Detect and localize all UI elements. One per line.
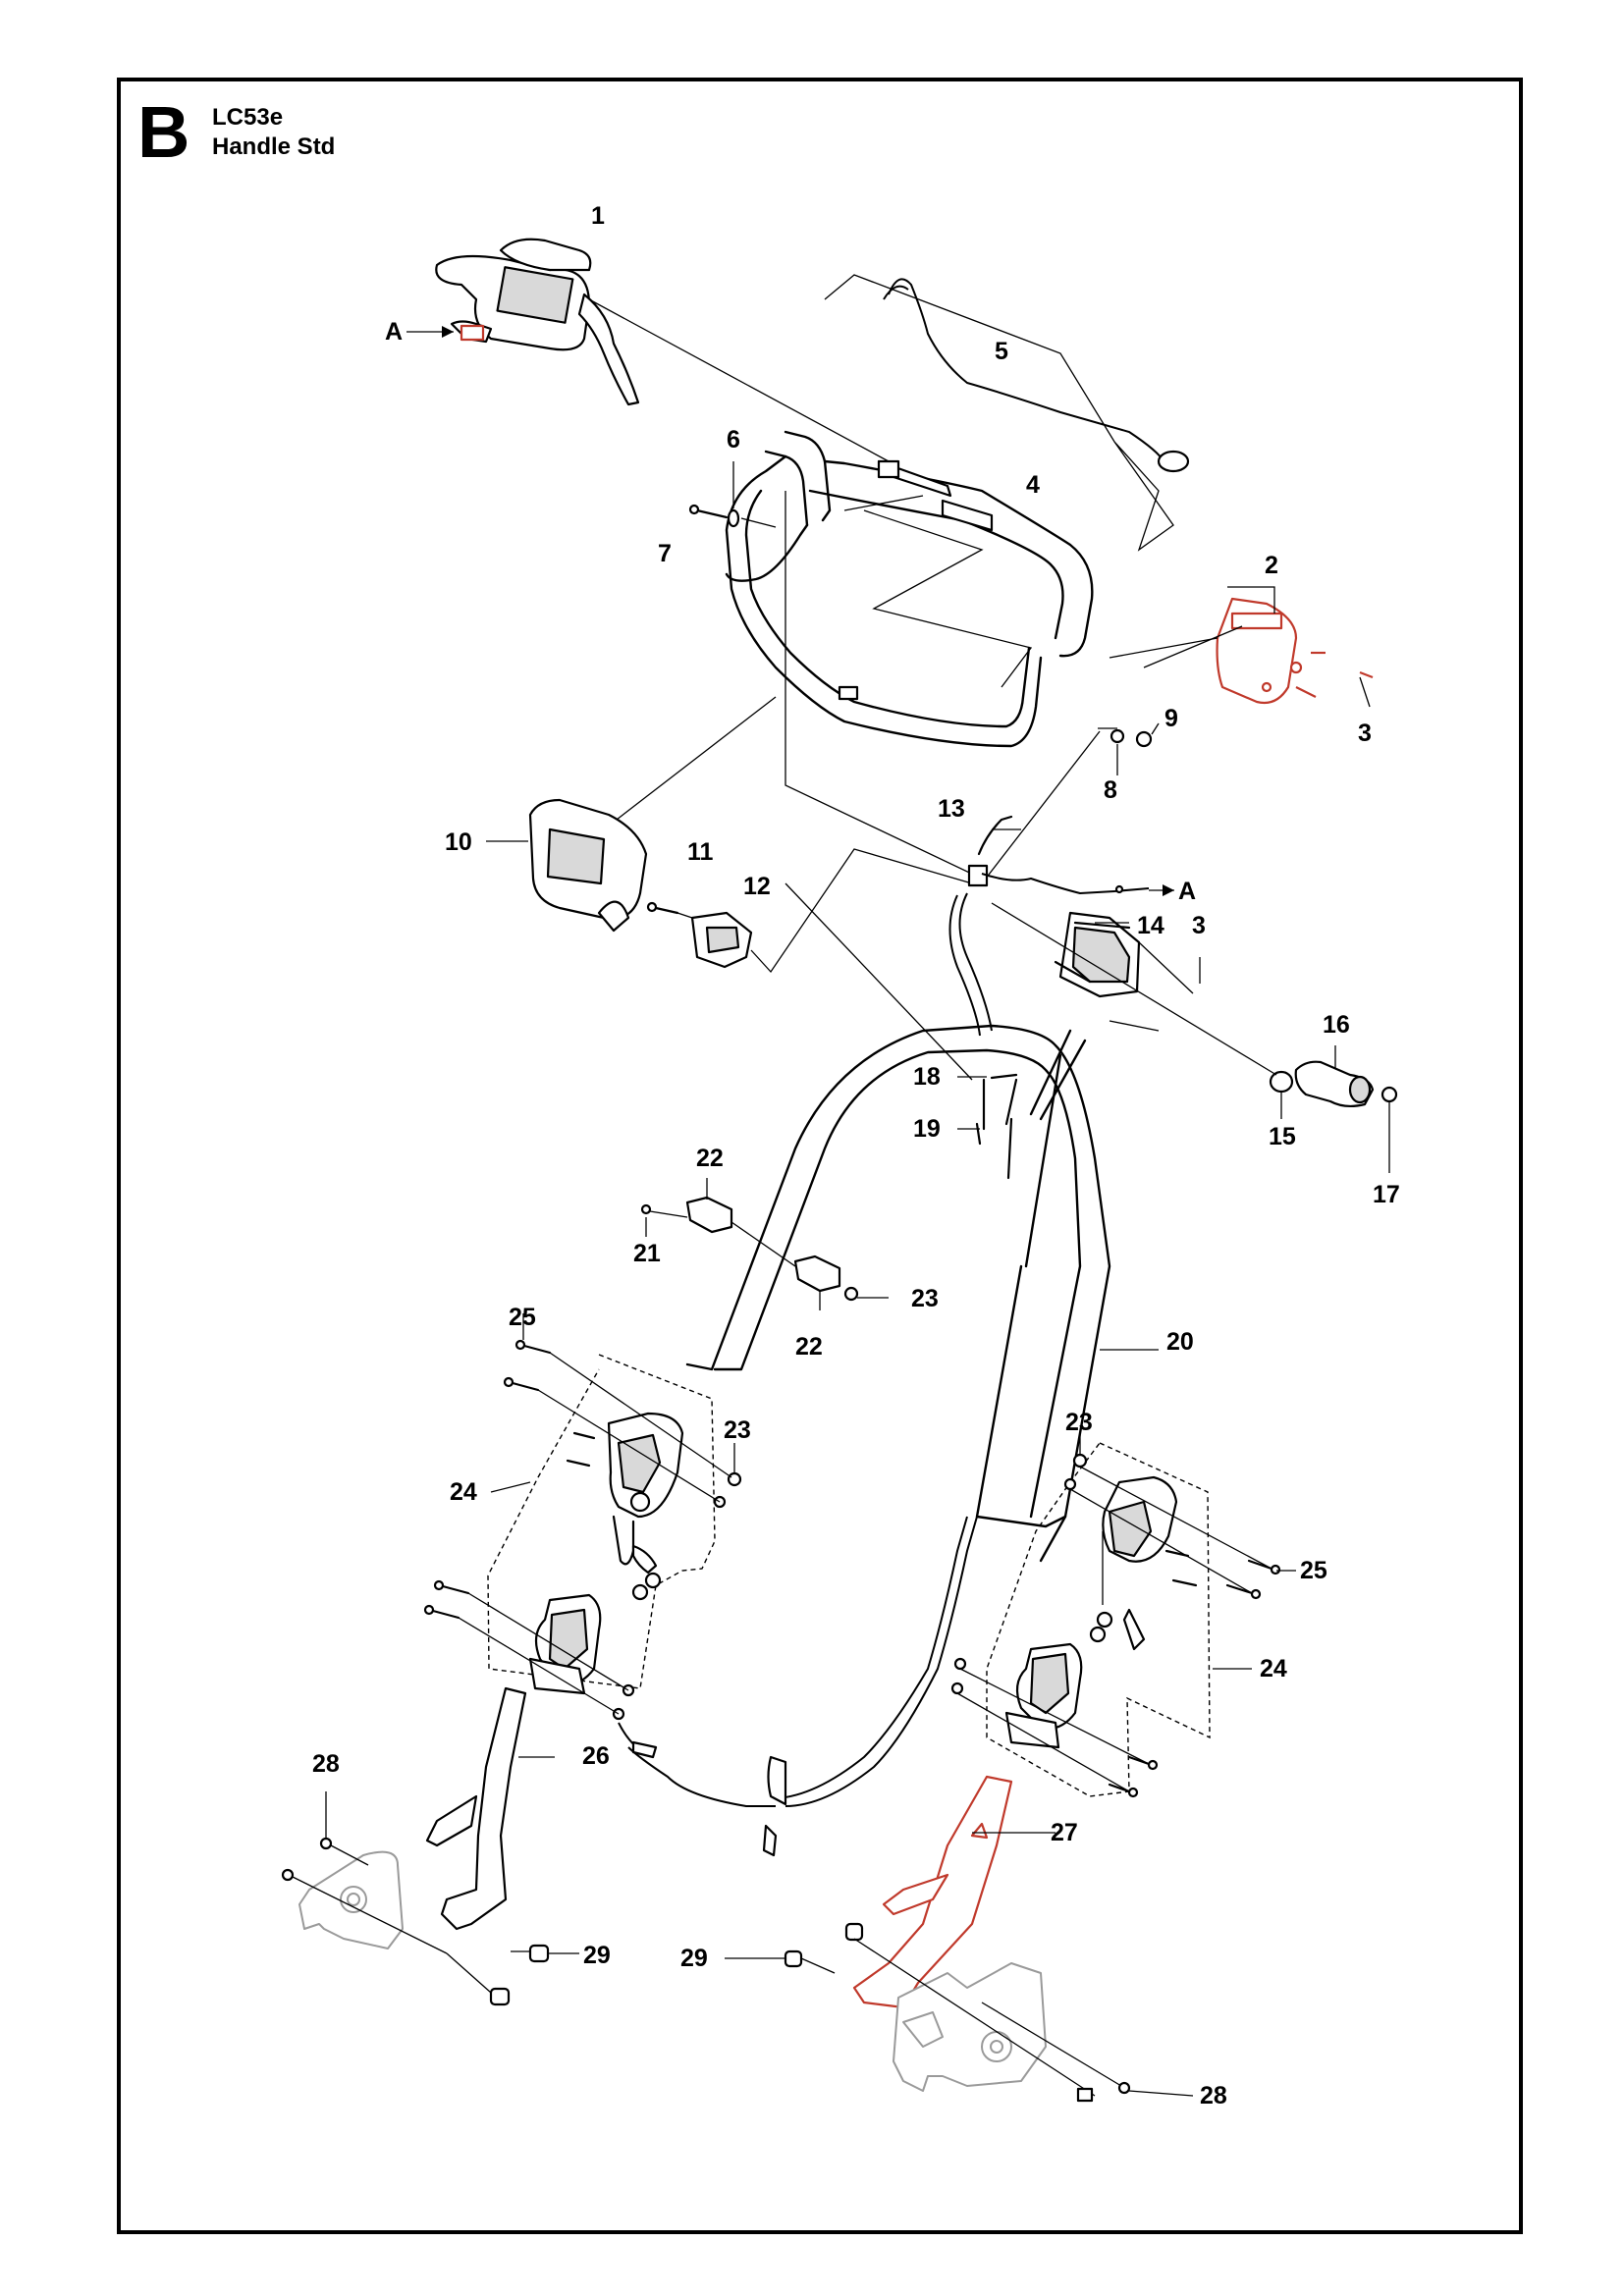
callout-15: 15 xyxy=(1269,1123,1296,1150)
callout-22-upper: 22 xyxy=(696,1145,724,1172)
callout-2: 2 xyxy=(1265,552,1278,579)
wheel-bracket-left xyxy=(298,1850,404,1949)
callout-5: 5 xyxy=(995,338,1008,365)
reference-a-left: A xyxy=(385,318,403,346)
knob-part-16 xyxy=(1294,1060,1375,1108)
callout-16: 16 xyxy=(1323,1011,1350,1039)
lower-handle-part-20 xyxy=(685,1024,1111,1563)
reference-a-right: A xyxy=(1178,878,1196,905)
callout-19: 19 xyxy=(913,1115,941,1143)
callout-29-left: 29 xyxy=(583,1942,611,1969)
callout-9: 9 xyxy=(1164,705,1178,732)
callout-22-lower: 22 xyxy=(795,1333,823,1361)
callout-29-right: 29 xyxy=(680,1945,708,1972)
callout-3-mid: 3 xyxy=(1192,912,1206,939)
callout-7: 7 xyxy=(658,540,672,567)
lower-bar-part-26 xyxy=(425,1686,527,1931)
cable-part-5 xyxy=(883,278,1190,473)
diagram-title: Handle Std xyxy=(212,133,335,160)
control-handle-part-1 xyxy=(435,238,640,406)
callout-18: 18 xyxy=(913,1063,941,1091)
section-letter: B xyxy=(137,91,189,173)
callout-23-mid: 23 xyxy=(911,1285,939,1312)
nut-part-23 xyxy=(843,1286,859,1302)
cover-part-10 xyxy=(528,798,648,933)
bracket-part-22-upper xyxy=(685,1196,733,1234)
callout-27: 27 xyxy=(1051,1819,1078,1846)
nut-part-17 xyxy=(1380,1086,1398,1103)
clamp-part-12 xyxy=(690,911,753,969)
callout-21: 21 xyxy=(633,1240,661,1267)
callout-6: 6 xyxy=(727,426,740,454)
model-name: LC53e xyxy=(212,104,283,131)
bracket-part-22-lower xyxy=(793,1255,841,1293)
wheel-bracket-right xyxy=(893,1962,1047,2092)
callout-28-right: 28 xyxy=(1200,2082,1227,2109)
callout-25-right: 25 xyxy=(1300,1557,1327,1584)
clip-part-13 xyxy=(967,815,1013,887)
bolt-part-7 xyxy=(688,504,740,528)
latch-assembly-left-upper xyxy=(607,1412,684,1601)
nut-part-9 xyxy=(1135,730,1153,748)
latch-assembly-right-lower xyxy=(1004,1642,1083,1749)
callout-23-right: 23 xyxy=(1065,1409,1093,1436)
callout-13: 13 xyxy=(938,795,965,823)
upper-handle-part-4 xyxy=(725,430,1094,748)
callout-24-right: 24 xyxy=(1260,1655,1287,1682)
callout-10: 10 xyxy=(445,828,472,856)
callout-24-left: 24 xyxy=(450,1478,477,1506)
page-frame xyxy=(117,78,1523,2234)
cover-plate-part-2 xyxy=(1216,597,1374,705)
washer-part-8 xyxy=(1110,728,1125,744)
callout-17: 17 xyxy=(1373,1181,1400,1208)
callout-28-left: 28 xyxy=(312,1750,340,1778)
lower-bar-part-27 xyxy=(852,1775,1013,2009)
callout-23-left: 23 xyxy=(724,1416,751,1444)
callout-8: 8 xyxy=(1104,776,1117,804)
latch-assembly-right-upper xyxy=(1089,1475,1178,1651)
callout-14: 14 xyxy=(1137,912,1164,939)
callout-1: 1 xyxy=(591,202,605,230)
callout-3-top: 3 xyxy=(1358,720,1372,747)
callout-25-left: 25 xyxy=(509,1304,536,1331)
latch-assembly-left-lower xyxy=(528,1593,602,1695)
callout-26: 26 xyxy=(582,1742,610,1770)
callout-4: 4 xyxy=(1026,471,1040,499)
callout-12: 12 xyxy=(743,873,771,900)
callout-11: 11 xyxy=(687,838,714,866)
washer-part-15 xyxy=(1269,1070,1294,1094)
screw-part-11 xyxy=(646,901,679,915)
callout-20: 20 xyxy=(1166,1328,1194,1356)
